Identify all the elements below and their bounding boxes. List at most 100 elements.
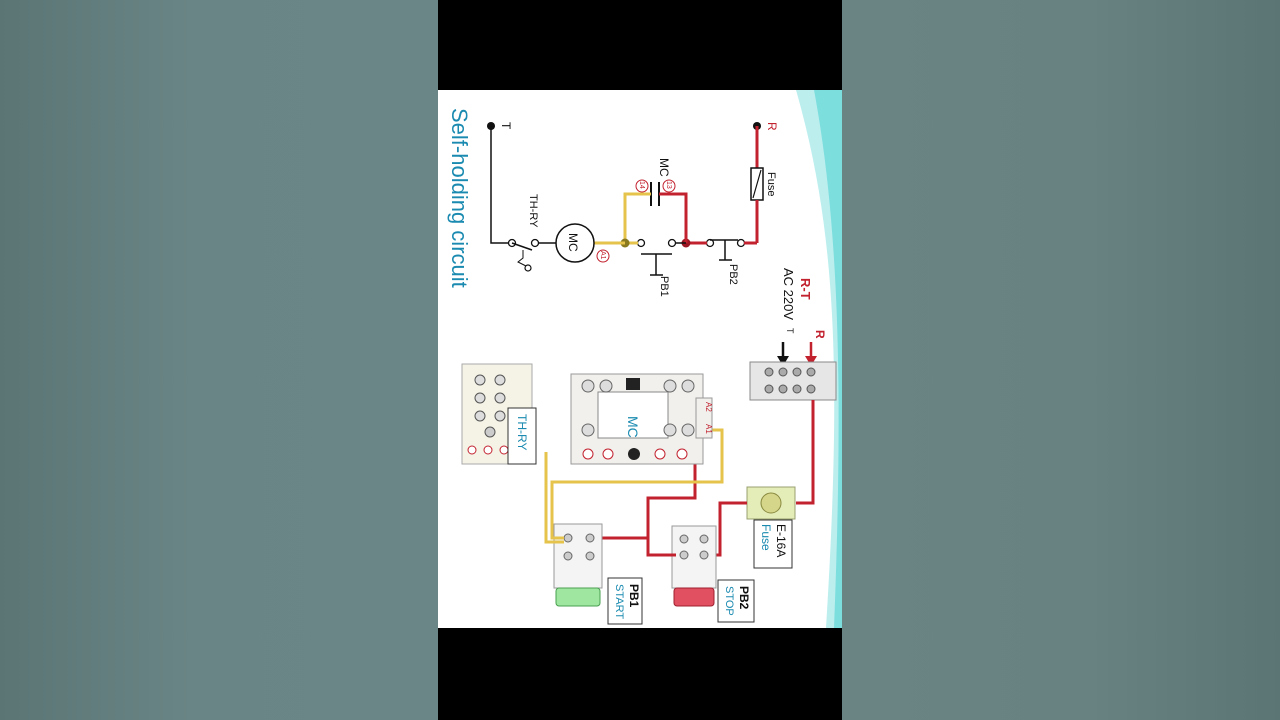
pb1-role: START [613, 584, 625, 619]
contact-13-badge [662, 179, 676, 193]
pb1-screw-3 [563, 551, 573, 561]
contact-14-label: 14 [638, 181, 645, 189]
tb-screw-6 [778, 384, 788, 394]
pb2-screw-1 [679, 534, 689, 544]
thry-screw-5 [474, 410, 486, 422]
pb1-screw-1 [563, 533, 573, 543]
terminal-block [749, 361, 837, 401]
fuse-cap [760, 492, 782, 514]
contact-13-label: 13 [665, 181, 672, 189]
terminal-r-label: R [813, 330, 827, 339]
mc-contact-label: MC [657, 158, 671, 177]
fuse-label-box [753, 519, 793, 569]
terminal-t-label: T [785, 328, 795, 334]
pb2-name: PB2 [737, 586, 751, 610]
video-frame: Self-holding circuit R Fuse PB2 [438, 0, 842, 720]
mc-screw-5 [581, 423, 595, 437]
pb1-name: PB1 [627, 584, 641, 608]
node-r-label: R [765, 122, 779, 131]
mc-aux-13 [676, 448, 688, 460]
mc-a1-label: A1 [704, 424, 713, 434]
mc-screw-4 [681, 379, 695, 393]
pb2-body [671, 525, 717, 589]
fuse-label: Fuse [765, 172, 777, 196]
pb2-contact-a [736, 238, 746, 248]
wire-mc-14 [623, 192, 651, 243]
thry-blade [511, 242, 533, 251]
coil-terminal-bar [695, 397, 713, 439]
arrow-r-head [805, 356, 817, 366]
tb-screw-4 [806, 367, 816, 377]
mc-screw-2 [599, 379, 613, 393]
mc-coil-label: MC [566, 233, 580, 252]
diagram-slide: Self-holding circuit R Fuse PB2 [438, 90, 842, 628]
tb-screw-7 [792, 384, 802, 394]
thry-reset [524, 264, 532, 272]
wire-pb2-pb1 [596, 536, 676, 557]
coil-a1-label: A1 [599, 251, 606, 260]
thry-screw-2 [494, 374, 506, 386]
thry-screw-1 [474, 374, 486, 386]
supply-title: R-T [798, 278, 813, 300]
pb1-label-box [607, 577, 643, 625]
pb2-role: STOP [723, 586, 735, 616]
thry-contact-a [530, 238, 540, 248]
pb1-screw-4 [585, 551, 595, 561]
pb1-body [553, 523, 603, 589]
wire-pb2-mc13 [646, 452, 697, 538]
pb1-start-cap [555, 587, 601, 607]
thry-screw-6 [494, 410, 506, 422]
tb-screw-2 [778, 367, 788, 377]
accent-wave-inner [814, 90, 842, 628]
mc-a2-label: A2 [704, 402, 713, 412]
pb2-label-box [717, 579, 755, 623]
fuse-box-label-1: E-16A [774, 524, 788, 557]
tb-screw-1 [764, 367, 774, 377]
wiring-layout: R-T AC 220V R T [461, 268, 837, 625]
pb1-label: PB1 [658, 276, 670, 297]
contactor-indicator [626, 378, 640, 390]
thry-wiring-label: TH-RY [515, 414, 529, 450]
contact-14-badge [635, 179, 649, 193]
thry-actuator [517, 250, 527, 267]
pb2-stop-cap [673, 587, 715, 607]
thry-dial [484, 426, 496, 438]
mc-screw-6 [663, 423, 677, 437]
wire-tb-fuse [796, 400, 815, 505]
pb2-label: PB2 [727, 264, 739, 285]
fuse-box-label-2: Fuse [759, 524, 773, 551]
accent-wave [796, 90, 842, 628]
mc-screw-3 [663, 379, 677, 393]
pb2-screw-3 [679, 550, 689, 560]
schematic: R Fuse PB2 [487, 122, 779, 297]
pb1-screw-2 [585, 533, 595, 543]
mc-screw-7 [681, 423, 695, 437]
mc-screw-1 [581, 379, 595, 393]
tb-screw-5 [764, 384, 774, 394]
mc-aux-1 [582, 448, 594, 460]
diagram-title: Self-holding circuit [447, 108, 472, 288]
coil-a1-badge [596, 249, 610, 263]
thry-aux-1 [467, 445, 477, 455]
wire-pb1-thry [544, 452, 564, 544]
fuse-slash [752, 169, 762, 199]
pb2-screw-4 [699, 550, 709, 560]
pb1-contact-a [667, 238, 677, 248]
node-t-label: T [499, 122, 513, 130]
arrow-t-head [777, 356, 789, 366]
thry-label: TH-RY [527, 194, 539, 228]
thry-aux-2 [483, 445, 493, 455]
wire-pb1-a1 [550, 428, 724, 540]
wire-t [490, 126, 509, 244]
wiring-diagram: Self-holding circuit R Fuse PB2 [447, 90, 842, 628]
wire-mc-13 [667, 192, 688, 243]
mc-aux-knob [628, 448, 640, 460]
thry-screw-3 [474, 392, 486, 404]
thry-screw-4 [494, 392, 506, 404]
thry-aux-3 [499, 445, 509, 455]
mc-aux-3 [654, 448, 666, 460]
mc-aux-2 [602, 448, 614, 460]
contactor-label: MC [625, 416, 641, 438]
tb-screw-8 [806, 384, 816, 394]
node-t [487, 122, 495, 130]
